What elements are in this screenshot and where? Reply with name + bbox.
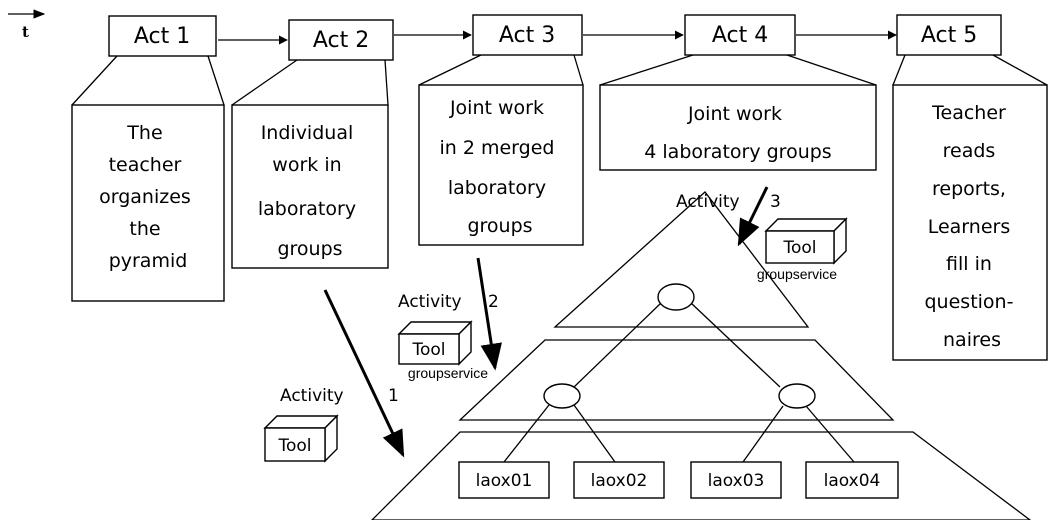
activity-3-tool-icon: Tool [764, 217, 848, 265]
tree-node-right [778, 383, 816, 409]
pyramid: laox01 laox02 laox03 laox04 [371, 191, 1032, 520]
activity-2-label: Activity [398, 292, 462, 312]
svg-text:laox03: laox03 [708, 471, 765, 491]
svg-text:laox02: laox02 [591, 471, 648, 491]
activity-2-arrow [476, 257, 502, 371]
activity-2: Activity 2 Tool groupservice [397, 257, 502, 381]
act-1: Act 1 The teacher organizes the pyramid [71, 15, 225, 302]
act-1-description: The teacher organizes the pyramid [99, 122, 197, 272]
activity-1-label: Activity [280, 386, 344, 406]
act-5-callout [892, 84, 1048, 361]
activity-1-arrow [323, 289, 405, 458]
pyramid-level-middle [458, 339, 895, 421]
activity-3-service-label: groupservice [757, 266, 837, 282]
act-2-box [288, 19, 394, 61]
act-1-box [108, 15, 217, 57]
tree-node-root [657, 283, 695, 311]
act-4-callout [599, 84, 877, 171]
svg-text:laox04: laox04 [824, 471, 881, 491]
act-3-description: Joint work in 2 merged laboratory groups [439, 97, 560, 237]
time-axis: t [8, 9, 46, 41]
activity-1-tool-icon: Tool [263, 414, 339, 463]
act-2: Act 2 Individual work in laboratory grou… [231, 19, 394, 269]
activity-1: Activity 1 Tool [263, 289, 405, 463]
activity-2-number: 2 [488, 292, 499, 312]
activity-2-service-label: groupservice [408, 365, 488, 381]
activity-1-tool-label: Tool [277, 436, 311, 456]
activity-3-number: 3 [770, 192, 781, 212]
act-4: Act 4 Joint work 4 laboratory groups [599, 14, 877, 171]
act-sequence-arrows [218, 30, 897, 45]
act-3-box [472, 14, 583, 56]
act-5-description: Teacher reads reports, Learners fill in … [925, 102, 1020, 351]
act-4-label: Act 4 [712, 23, 768, 48]
activity-3-tool-label: Tool [782, 238, 816, 258]
act-3: Act 3 Joint work in 2 merged laboratory … [418, 14, 584, 246]
activity-3-label: Activity [676, 192, 740, 212]
leaf-laox03: laox03 [690, 461, 782, 499]
time-axis-label: t [22, 23, 29, 41]
activity-1-number: 1 [388, 386, 399, 406]
activity-2-tool-label: Tool [411, 340, 445, 360]
activity-2-tool-icon: Tool [397, 320, 473, 366]
act-1-callout [71, 104, 225, 302]
act-5-box [896, 14, 1002, 56]
act-2-label: Act 2 [313, 28, 369, 53]
svg-text:laox01: laox01 [476, 471, 533, 491]
activity-3-arrow [737, 186, 769, 247]
leaf-laox01: laox01 [458, 461, 550, 499]
act-4-box [684, 14, 796, 56]
act-4-description: Joint work 4 laboratory groups [644, 103, 831, 163]
tree-node-left [543, 383, 581, 409]
act-5: Act 5 Teacher reads reports, Learners fi… [892, 14, 1048, 361]
act-2-description: Individual work in laboratory groups [258, 122, 362, 260]
leaf-laox04: laox04 [805, 461, 899, 499]
act-2-callout [231, 104, 389, 269]
act-1-label: Act 1 [134, 24, 190, 49]
act-3-callout [418, 84, 584, 246]
act-5-label: Act 5 [921, 23, 977, 48]
act-3-label: Act 3 [499, 23, 555, 48]
activity-3: Activity 3 Tool groupservice [676, 186, 848, 282]
leaf-laox02: laox02 [573, 461, 665, 499]
pyramid-level-top [553, 191, 810, 328]
pyramid-level-bottom [371, 431, 1032, 520]
